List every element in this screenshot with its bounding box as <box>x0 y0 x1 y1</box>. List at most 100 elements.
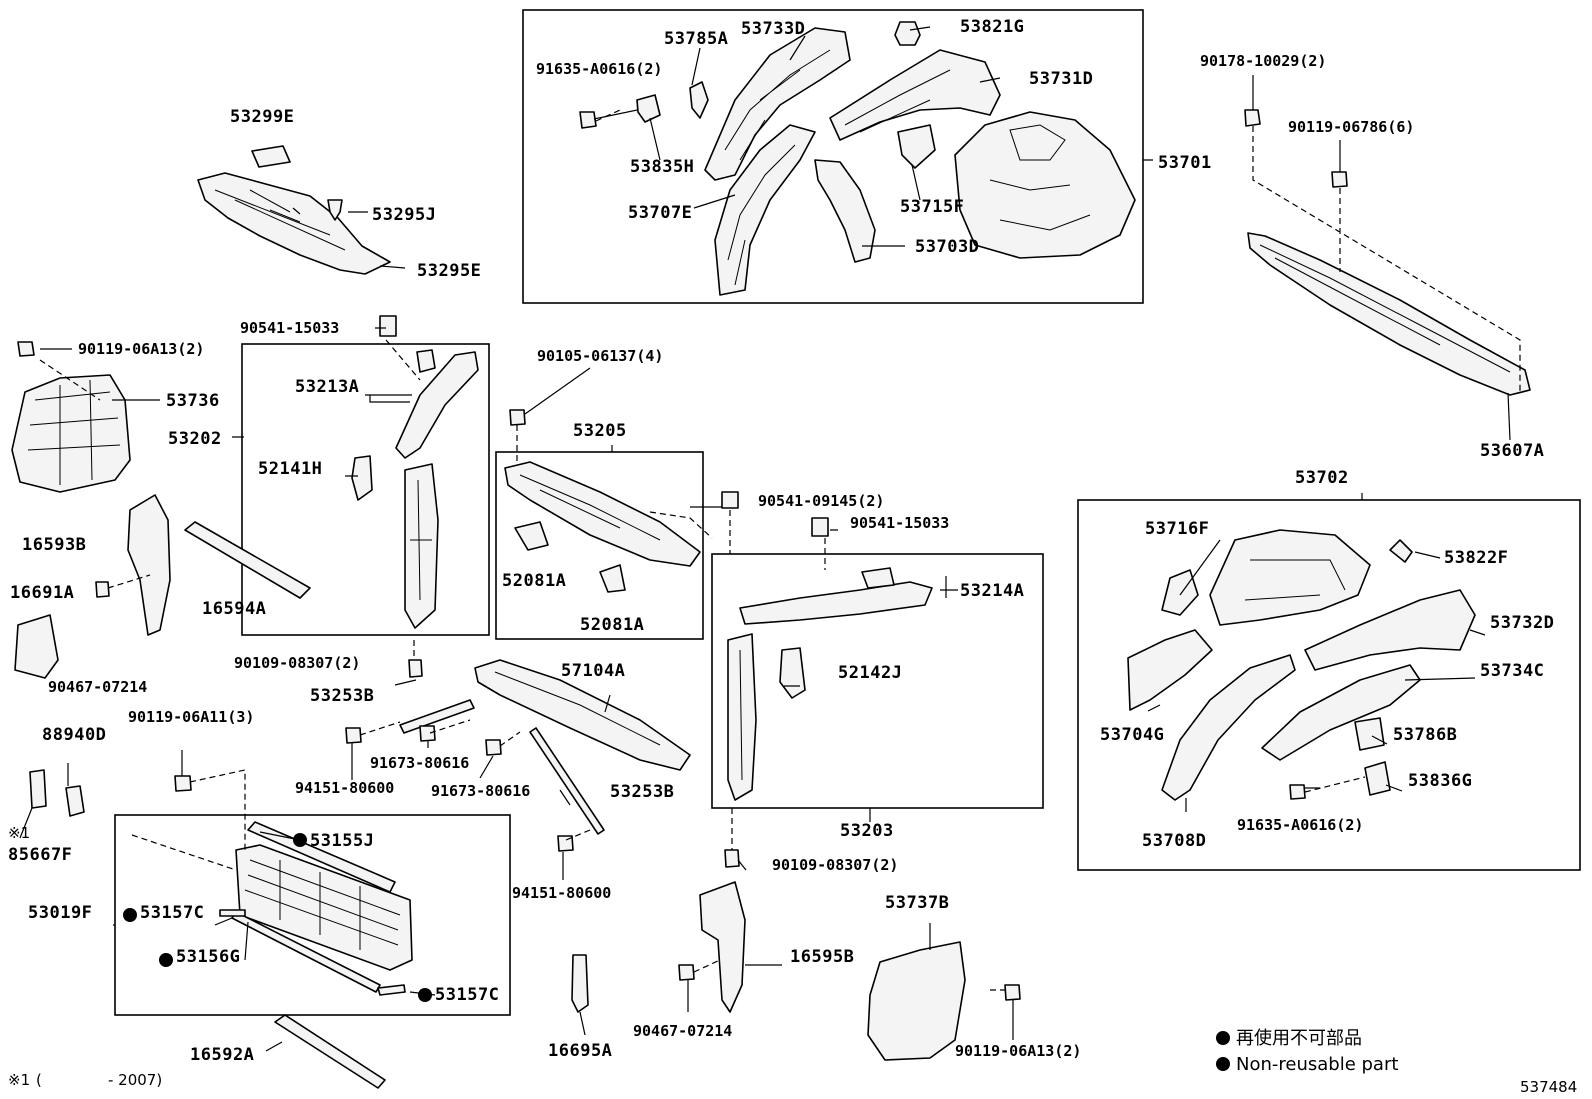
label-16593b: 16593B <box>22 535 86 555</box>
rail-53607a-detail <box>1259 244 1511 373</box>
bracket-53715f <box>897 124 936 169</box>
seal-53157c-a <box>219 909 246 917</box>
rail-53607a <box>1247 232 1531 396</box>
bullet-53157c-b <box>418 988 432 1002</box>
support-53734c <box>1261 664 1421 761</box>
seal-16593b <box>127 494 171 636</box>
label-53703d: 53703D <box>915 237 979 257</box>
label-53734c: 53734C <box>1480 661 1544 681</box>
bracket-53785a <box>689 81 709 119</box>
mark-1: ※1 <box>8 824 30 842</box>
brace-53253b-bottom <box>529 727 605 835</box>
group-box-53702 <box>1077 499 1581 871</box>
bolt-90467-right <box>678 964 695 981</box>
bracket-53736 <box>11 374 131 493</box>
label-90467-07214-right: 90467-07214 <box>633 1022 732 1040</box>
label-53295j: 53295J <box>372 205 436 225</box>
label-53821g: 53821G <box>960 17 1024 37</box>
bolt-90119-06786 <box>1331 171 1348 188</box>
label-53203: 53203 <box>840 821 894 841</box>
support-53203 <box>727 633 757 801</box>
group-box-53203 <box>711 553 1044 809</box>
bracket-52081a-1 <box>514 521 549 551</box>
bracket-53213a-small <box>416 349 436 373</box>
label-53785a: 53785A <box>664 29 728 49</box>
bracket-53786b <box>1354 717 1385 751</box>
support-53214a <box>739 581 933 625</box>
label-94151-80600-a: 94151-80600 <box>295 779 394 797</box>
label-53155j: 53155J <box>310 831 374 851</box>
label-16695a: 16695A <box>548 1041 612 1061</box>
label-57104a: 57104A <box>561 661 625 681</box>
label-53157c-b: 53157C <box>435 985 499 1005</box>
bracket-53213a <box>395 351 479 459</box>
bracket-53736-detail <box>27 379 121 485</box>
label-91673-80616-b: 91673-80616 <box>431 782 530 800</box>
label-53736: 53736 <box>166 391 220 411</box>
label-90467-07214-left: 90467-07214 <box>48 678 147 696</box>
label-90119-06a13-right: 90119-06A13(2) <box>955 1042 1081 1060</box>
label-53715f: 53715F <box>900 197 964 217</box>
label-53702: 53702 <box>1295 468 1349 488</box>
footnote-mark: ※1 <box>8 1071 30 1089</box>
cover-53295e-detail <box>214 189 346 251</box>
label-53786b: 53786B <box>1393 725 1457 745</box>
sensor-88940d <box>65 785 85 817</box>
bullet-53157c-a <box>123 908 137 922</box>
label-90541-09145: 90541-09145(2) <box>758 492 884 510</box>
legend-bullet-jp <box>1216 1031 1230 1045</box>
bolt-90119-06a13-right <box>1004 984 1021 1001</box>
label-53253b-bottom: 53253B <box>610 782 674 802</box>
apron-53707e <box>714 124 816 296</box>
support-53703d <box>814 159 876 263</box>
bolt-90467-left <box>95 581 110 598</box>
support-53202 <box>404 463 439 629</box>
shutter-53019f-detail <box>244 859 401 950</box>
bracket-52081a-2 <box>599 564 626 593</box>
cushion-90541-09145 <box>721 491 739 509</box>
seal-16691a <box>14 614 59 679</box>
label-53157c-a: 53157C <box>140 903 204 923</box>
bracket-53821g <box>894 21 921 46</box>
member-53704g <box>1127 629 1213 711</box>
bolt-91673-b <box>485 739 502 756</box>
group-box-53019F <box>114 814 511 1016</box>
footnote-range: - 2007) <box>108 1071 162 1089</box>
pad-53299e <box>251 145 291 168</box>
label-53737b: 53737B <box>885 893 949 913</box>
legend-jp: 再使用不可部品 <box>1236 1028 1362 1049</box>
label-91635-a0616-right: 91635-A0616(2) <box>1237 816 1363 834</box>
label-53019f: 53019F <box>28 903 92 923</box>
seal-16595b <box>699 881 746 1013</box>
clip-53295j <box>327 199 343 221</box>
label-53731d: 53731D <box>1029 69 1093 89</box>
apron-53701 <box>954 111 1136 259</box>
label-53707e: 53707E <box>628 203 692 223</box>
label-53299e: 53299E <box>230 107 294 127</box>
bolt-90105 <box>509 409 526 426</box>
label-53732d: 53732D <box>1490 613 1554 633</box>
bracket-53835h <box>636 94 661 123</box>
label-16595b: 16595B <box>790 947 854 967</box>
reinforcement-53731d-detail <box>844 69 951 133</box>
label-53202: 53202 <box>168 429 222 449</box>
label-16592a: 16592A <box>190 1045 254 1065</box>
label-91673-80616-a: 91673-80616 <box>370 754 469 772</box>
nut-94151-a <box>345 727 362 744</box>
support-57104a-detail <box>494 671 661 746</box>
bracket-53214a-small <box>861 567 895 589</box>
reinforcement-53732d <box>1304 589 1476 671</box>
legend-bullet-en <box>1216 1057 1230 1071</box>
label-91635-a0616-top: 91635-A0616(2) <box>536 60 662 78</box>
dashed-assembly-lines <box>39 109 1521 991</box>
cover-53295e <box>197 172 391 275</box>
seal-53157c-b <box>377 984 406 996</box>
group-box-53205 <box>495 451 704 640</box>
bolt-90119-06a13-left <box>17 341 35 357</box>
figure-id: 537484 <box>1520 1078 1577 1096</box>
label-90119-06786: 90119-06786(6) <box>1288 118 1414 136</box>
seal-53155j <box>247 821 396 893</box>
bolt-91635a-top <box>579 111 597 129</box>
bolt-90109-bottom <box>724 849 740 868</box>
label-90541-15033-right: 90541-15033 <box>850 514 949 532</box>
